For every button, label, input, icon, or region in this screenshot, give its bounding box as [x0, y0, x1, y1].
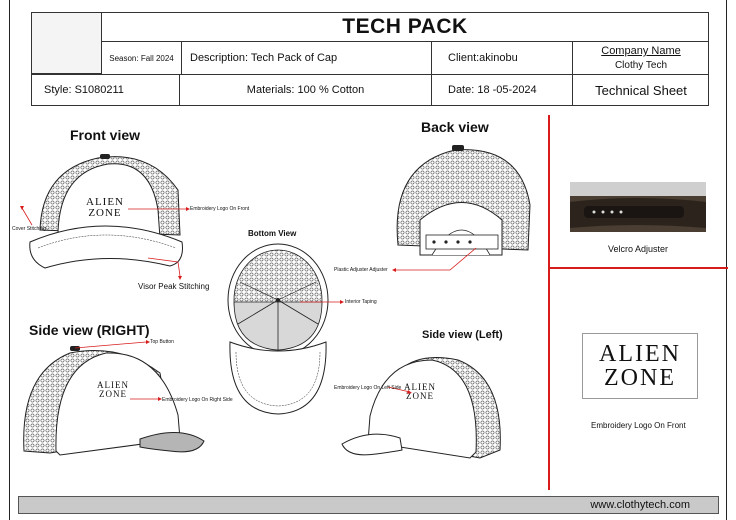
materials-cell: Materials: 100 % Cotton [180, 75, 432, 105]
embroidery-left-callout: Embroidery Logo On Left Side [334, 385, 402, 391]
embroidery-caption: Embroidery Logo On Front [591, 421, 686, 430]
side-right-logo-line2: ZONE [99, 389, 127, 399]
side-right-logo: ALIEN ZONE [97, 381, 129, 399]
visor-peak-callout: Visor Peak Stitching [138, 282, 210, 291]
footer-bar: www.clothytech.com [18, 496, 719, 514]
back-view-title: Back view [421, 119, 489, 135]
front-logo-line1: ALIEN [86, 196, 124, 208]
front-cap-drawing [29, 154, 183, 269]
embroidery-logo-box: ALIEN ZONE [582, 333, 698, 399]
side-left-title: Side view (Left) [422, 329, 503, 341]
footer-url[interactable]: www.clothytech.com [590, 499, 690, 511]
page-frame [9, 0, 727, 520]
page-title: TECH PACK [342, 15, 468, 38]
side-right-logo-line1: ALIEN [97, 380, 129, 390]
side-left-logo: ALIEN ZONE [404, 383, 436, 401]
sheet-cell: Technical Sheet [595, 82, 687, 98]
panel-logo-line2: ZONE [604, 365, 676, 391]
header-row-1: Season: Fall 2024 Description: Tech Pack… [102, 41, 708, 74]
interior-taping-callout: Interior Taping [345, 299, 377, 305]
velcro-adjuster-photo [570, 182, 706, 232]
side-right-cap-drawing [23, 346, 205, 456]
company-name-label: Company Name [601, 45, 681, 57]
panel-logo-line1: ALIEN [599, 341, 681, 367]
title-row: TECH PACK [102, 13, 708, 41]
style-cell: Style: S1080211 [32, 75, 180, 105]
embroidery-right-callout: Embroidery Logo On Right Side [162, 397, 233, 403]
side-left-logo-line1: ALIEN [404, 382, 436, 392]
header-table: TECH PACK Season: Fall 2024 Description:… [31, 12, 709, 106]
header-row-2: Style: S1080211 Materials: 100 % Cotton … [32, 74, 708, 105]
company-name-value: Clothy Tech [614, 60, 668, 71]
client-cell: Client:akinobu [432, 42, 573, 74]
company-cell: Company Name Clothy Tech [573, 42, 709, 74]
side-left-logo-line2: ZONE [406, 391, 434, 401]
season-cell: Season: Fall 2024 [102, 42, 182, 74]
side-right-title: Side view (RIGHT) [29, 322, 150, 338]
bottom-cap-drawing [227, 243, 329, 415]
velcro-caption: Velcro Adjuster [608, 244, 669, 254]
side-left-cap-drawing [341, 357, 501, 459]
date-cell: Date: 18 -05-2024 [432, 75, 573, 105]
top-button-callout: Top Button [150, 339, 174, 345]
description-cell: Description: Tech Pack of Cap [182, 42, 432, 74]
embroidery-front-callout: Embroidery Logo On Front [190, 206, 250, 212]
back-cap-drawing [396, 145, 531, 256]
section-divider-vertical [548, 115, 550, 490]
front-view-title: Front view [70, 127, 141, 143]
front-logo-line2: ZONE [88, 207, 122, 219]
plastic-adjuster-callout: Plastic Adjuster Adjuster [334, 267, 388, 273]
logo-placeholder [32, 13, 102, 74]
section-divider-horizontal [550, 267, 728, 269]
front-logo: ALIEN ZONE [86, 197, 124, 219]
bottom-view-title: Bottom View [248, 229, 297, 238]
cover-stitching-callout: Cover Stitching [12, 226, 46, 232]
